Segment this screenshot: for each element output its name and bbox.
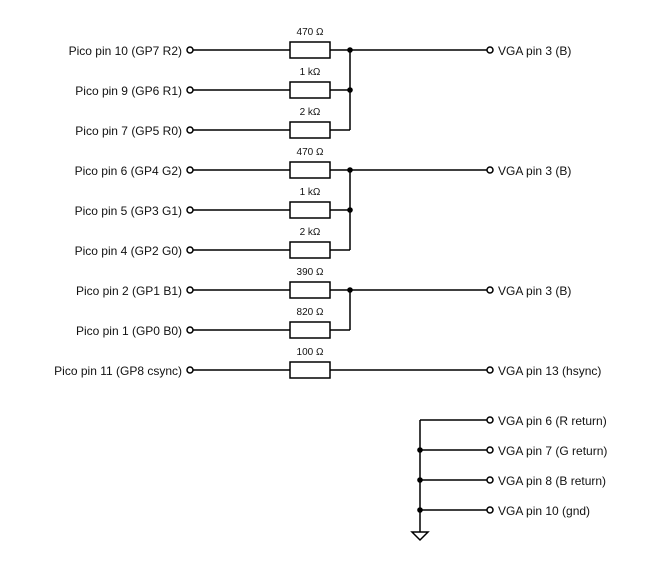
terminal-vga-10	[486, 506, 494, 514]
pico-label: Pico pin 11 (GP8 csync)	[54, 364, 182, 378]
vga-output-label: VGA pin 13 (hsync)	[498, 364, 601, 378]
junction-dot	[347, 47, 353, 53]
ground-group	[410, 416, 494, 542]
terminal-vga-red	[486, 46, 494, 54]
terminal-pico-1	[186, 326, 194, 334]
resistor-value: 1 kΩ	[300, 67, 321, 78]
resistor-value: 1 kΩ	[300, 187, 321, 198]
vga-ground-label: VGA pin 7 (G return)	[498, 444, 607, 458]
resistor-g1	[289, 201, 331, 219]
terminal-pico-4	[186, 246, 194, 254]
vga-output-label: VGA pin 3 (B)	[498, 164, 571, 178]
vga-output-label: VGA pin 3 (B)	[498, 284, 571, 298]
resistor-values: 470 Ω 1 kΩ 2 kΩ 470 Ω 1 kΩ 2 kΩ 390 Ω 82…	[297, 27, 324, 358]
terminal-pico-5	[186, 206, 194, 214]
terminal-vga-8	[486, 476, 494, 484]
resistor-b1	[289, 281, 331, 299]
resistor-value: 2 kΩ	[300, 107, 321, 118]
blue-group	[186, 281, 494, 339]
vga-output-label: VGA pin 3 (B)	[498, 44, 571, 58]
pico-label: Pico pin 7 (GP5 R0)	[75, 124, 182, 138]
green-group	[186, 161, 494, 259]
pico-label: Pico pin 1 (GP0 B0)	[76, 324, 182, 338]
resistor-value: 2 kΩ	[300, 227, 321, 238]
junction-dot	[347, 287, 353, 293]
resistor-value: 820 Ω	[297, 307, 324, 318]
junction-dot	[417, 507, 423, 513]
vga-ground-label: VGA pin 6 (R return)	[498, 414, 607, 428]
junction-dot	[347, 167, 353, 173]
resistor-g2	[289, 161, 331, 179]
resistor-csync	[289, 361, 331, 379]
resistor-b0	[289, 321, 331, 339]
terminal-vga-green	[486, 166, 494, 174]
terminal-pico-11	[186, 366, 194, 374]
pico-label: Pico pin 10 (GP7 R2)	[69, 44, 182, 58]
terminal-pico-7	[186, 126, 194, 134]
vga-ground-label: VGA pin 10 (gnd)	[498, 504, 590, 518]
vga-ground-label: VGA pin 8 (B return)	[498, 474, 606, 488]
pico-label: Pico pin 5 (GP3 G1)	[75, 204, 182, 218]
ground-symbol-icon	[410, 531, 430, 542]
junction-dot	[347, 207, 353, 213]
sync-group	[186, 361, 494, 379]
resistor-value: 100 Ω	[297, 347, 324, 358]
vga-labels: VGA pin 3 (B) VGA pin 3 (B) VGA pin 3 (B…	[498, 44, 607, 518]
pico-label: Pico pin 9 (GP6 R1)	[75, 84, 182, 98]
resistor-value: 470 Ω	[297, 147, 324, 158]
terminal-vga-7	[486, 446, 494, 454]
pico-label: Pico pin 4 (GP2 G0)	[75, 244, 182, 258]
terminal-vga-6	[486, 416, 494, 424]
junction-dot	[417, 447, 423, 453]
resistor-r2	[289, 41, 331, 59]
pico-labels: Pico pin 10 (GP7 R2) Pico pin 9 (GP6 R1)…	[54, 44, 182, 378]
terminal-pico-9	[186, 86, 194, 94]
pico-label: Pico pin 6 (GP4 G2)	[75, 164, 182, 178]
terminal-vga-blue	[486, 286, 494, 294]
resistor-g0	[289, 241, 331, 259]
resistor-r0	[289, 121, 331, 139]
resistor-value: 470 Ω	[297, 27, 324, 38]
resistor-value: 390 Ω	[297, 267, 324, 278]
junction-dot	[347, 87, 353, 93]
terminal-pico-10	[186, 46, 194, 54]
pico-label: Pico pin 2 (GP1 B1)	[76, 284, 182, 298]
terminal-vga-hsync	[486, 366, 494, 374]
resistor-r1	[289, 81, 331, 99]
red-group	[186, 41, 494, 139]
junction-dot	[417, 477, 423, 483]
terminal-pico-6	[186, 166, 194, 174]
terminal-pico-2	[186, 286, 194, 294]
